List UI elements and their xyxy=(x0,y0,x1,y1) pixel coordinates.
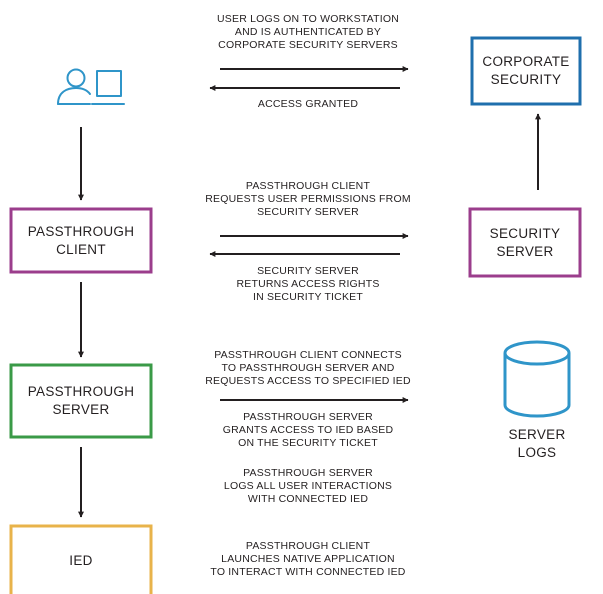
message-line: IN SECURITY TICKET xyxy=(253,291,363,303)
ied-label: IED xyxy=(69,553,92,568)
message-line: PASSTHROUGH SERVER xyxy=(243,411,373,423)
passthrough-server-label-line2: SERVER xyxy=(52,402,109,417)
message-line: PASSTHROUGH CLIENT xyxy=(246,180,371,192)
server-logs-label-line1: SERVER xyxy=(508,427,565,442)
passthrough-server-box xyxy=(9,363,153,439)
message-request-permissions: PASSTHROUGH CLIENT REQUESTS USER PERMISS… xyxy=(205,180,411,218)
message-line: LOGS ALL USER INTERACTIONS xyxy=(224,480,392,492)
passthrough-client-label-line1: PASSTHROUGH xyxy=(28,224,135,239)
message-returns-rights: SECURITY SERVER RETURNS ACCESS RIGHTS IN… xyxy=(236,265,379,303)
message-line: WITH CONNECTED IED xyxy=(248,493,368,505)
message-line: SECURITY SERVER xyxy=(257,265,359,277)
message-line: PASSTHROUGH SERVER xyxy=(243,467,373,479)
user-workstation-icon xyxy=(57,68,125,105)
message-line: RETURNS ACCESS RIGHTS xyxy=(236,278,379,290)
message-line: AND IS AUTHENTICATED BY xyxy=(235,26,381,38)
database-cylinder-icon xyxy=(503,340,571,418)
corporate-security-box xyxy=(470,36,582,106)
message-line: REQUESTS USER PERMISSIONS FROM xyxy=(205,193,411,205)
passthrough-client-label-line2: CLIENT xyxy=(56,242,106,257)
security-server-box xyxy=(468,207,582,278)
message-line: TO INTERACT WITH CONNECTED IED xyxy=(210,566,405,578)
message-grants: PASSTHROUGH SERVER GRANTS ACCESS TO IED … xyxy=(223,411,394,449)
corporate-security-label-line2: SECURITY xyxy=(491,72,562,87)
security-server-label-line1: SECURITY xyxy=(490,226,561,241)
message-line: REQUESTS ACCESS TO SPECIFIED IED xyxy=(205,375,411,387)
security-server-label-line2: SERVER xyxy=(496,244,553,259)
corporate-security-label-line1: CORPORATE xyxy=(482,54,569,69)
ied-box xyxy=(9,524,153,594)
passthrough-server-label-line1: PASSTHROUGH xyxy=(28,384,135,399)
message-logs: PASSTHROUGH SERVER LOGS ALL USER INTERAC… xyxy=(224,467,392,505)
server-logs-label-line2: LOGS xyxy=(518,445,557,460)
message-logon: USER LOGS ON TO WORKSTATION AND IS AUTHE… xyxy=(217,13,399,51)
message-line: PASSTHROUGH CLIENT xyxy=(246,540,371,552)
message-line: ACCESS GRANTED xyxy=(258,98,358,110)
message-connects: PASSTHROUGH CLIENT CONNECTS TO PASSTHROU… xyxy=(205,349,411,387)
message-access-granted: ACCESS GRANTED xyxy=(258,98,358,110)
message-line: LAUNCHES NATIVE APPLICATION xyxy=(221,553,395,565)
message-line: SECURITY SERVER xyxy=(257,206,359,218)
passthrough-client-box xyxy=(9,207,153,274)
message-line: ON THE SECURITY TICKET xyxy=(238,437,378,449)
message-line: USER LOGS ON TO WORKSTATION xyxy=(217,13,399,25)
message-line: PASSTHROUGH CLIENT CONNECTS xyxy=(214,349,402,361)
message-launches: PASSTHROUGH CLIENT LAUNCHES NATIVE APPLI… xyxy=(210,540,405,578)
message-line: TO PASSTHROUGH SERVER AND xyxy=(221,362,394,374)
message-line: CORPORATE SECURITY SERVERS xyxy=(218,39,398,51)
message-line: GRANTS ACCESS TO IED BASED xyxy=(223,424,394,436)
